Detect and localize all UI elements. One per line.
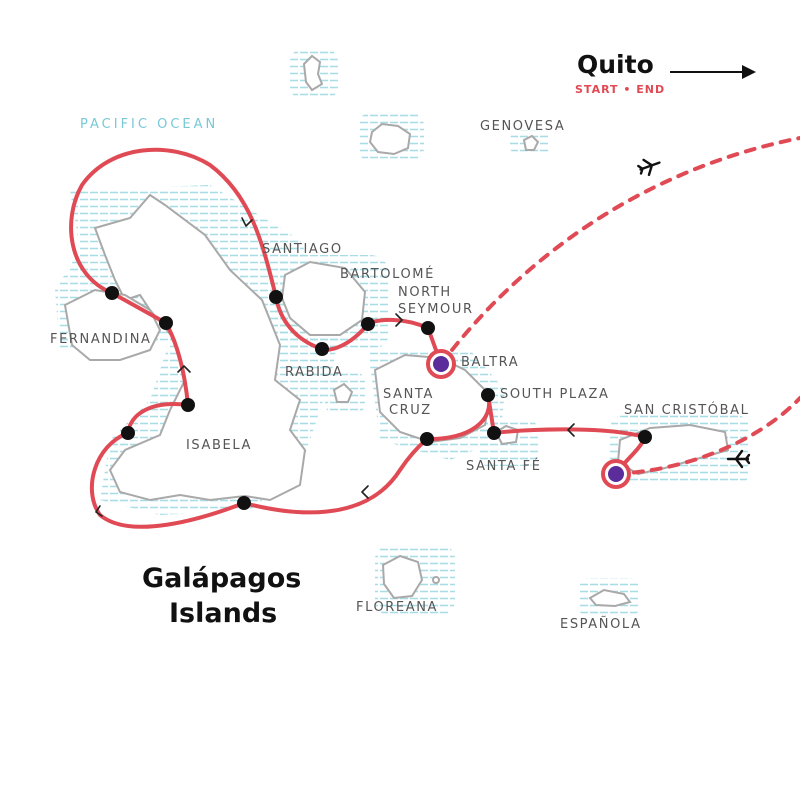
island-label-espanola: ESPAÑOLA (560, 616, 642, 632)
island-label-north-seymour-1: NORTH (398, 285, 452, 300)
chevron-icon (95, 505, 103, 517)
map-title-line2: Islands (169, 598, 277, 629)
stop-marker (181, 398, 195, 412)
island-label-floreana: FLOREANA (356, 600, 438, 615)
origin-city-label: Quito (577, 50, 654, 79)
island-label-santa-fe: SANTA FÉ (466, 458, 542, 474)
island-label-bartolome: BARTOLOMÉ (340, 266, 435, 282)
route-direction-chevrons (95, 217, 575, 517)
island-espanola (588, 588, 632, 608)
route-stops (105, 286, 652, 510)
route-south-loop (89, 393, 647, 529)
stop-marker (269, 290, 283, 304)
flight-path-baltra (439, 136, 800, 366)
stop-marker (315, 342, 329, 356)
map-title-line1: Galápagos (142, 563, 301, 594)
stop-marker (481, 388, 495, 402)
island-label-baltra: BALTRA (461, 355, 519, 370)
island-floreana-islet (432, 576, 440, 584)
island-label-south-plaza: SOUTH PLAZA (500, 387, 610, 402)
airport-markers (426, 349, 631, 489)
cruise-route (69, 147, 647, 529)
stop-marker (420, 432, 434, 446)
stop-marker (421, 321, 435, 335)
airplane-icon (726, 449, 751, 469)
airport-marker-san-cristobal-core (608, 466, 624, 482)
island-label-genovesa: GENOVESA (480, 119, 565, 134)
flight-paths (439, 136, 800, 476)
island-label-san-cristobal: SAN CRISTÓBAL (624, 402, 749, 418)
chevron-icon (395, 313, 403, 327)
stop-marker (361, 317, 375, 331)
island-label-santiago: SANTIAGO (262, 242, 343, 257)
route-north-loop (69, 147, 443, 435)
island-label-north-seymour-2: SEYMOUR (398, 302, 474, 317)
stop-marker (105, 286, 119, 300)
stop-marker (237, 496, 251, 510)
chevron-icon (177, 365, 191, 373)
island-genovesa (522, 134, 540, 151)
island-label-santa-cruz-1: SANTA (383, 387, 434, 402)
ocean-label: PACIFIC OCEAN (80, 117, 218, 132)
island-label-isabela: ISABELA (186, 438, 252, 453)
island-label-fernandina: FERNANDINA (50, 332, 152, 347)
islands (63, 54, 730, 608)
chevron-icon (241, 217, 253, 227)
island-santiago (280, 260, 367, 336)
island-northwest (302, 54, 324, 92)
origin-start-end-note: START • END (575, 83, 665, 96)
stop-marker (121, 426, 135, 440)
island-rabida (332, 382, 354, 403)
arrow-right-icon (670, 65, 756, 79)
chevron-icon (567, 423, 575, 437)
chevron-icon (361, 485, 369, 499)
stop-marker (638, 430, 652, 444)
island-label-santa-cruz-2: CRUZ (389, 403, 432, 418)
island-marchena (368, 122, 412, 156)
airplane-icon (637, 158, 661, 177)
flight-path-san-cristobal (614, 396, 800, 476)
island-label-rabida: RABIDA (285, 365, 343, 380)
island-floreana (381, 554, 424, 600)
airport-marker-baltra-core (433, 356, 449, 372)
stop-marker (487, 426, 501, 440)
stop-marker (159, 316, 173, 330)
